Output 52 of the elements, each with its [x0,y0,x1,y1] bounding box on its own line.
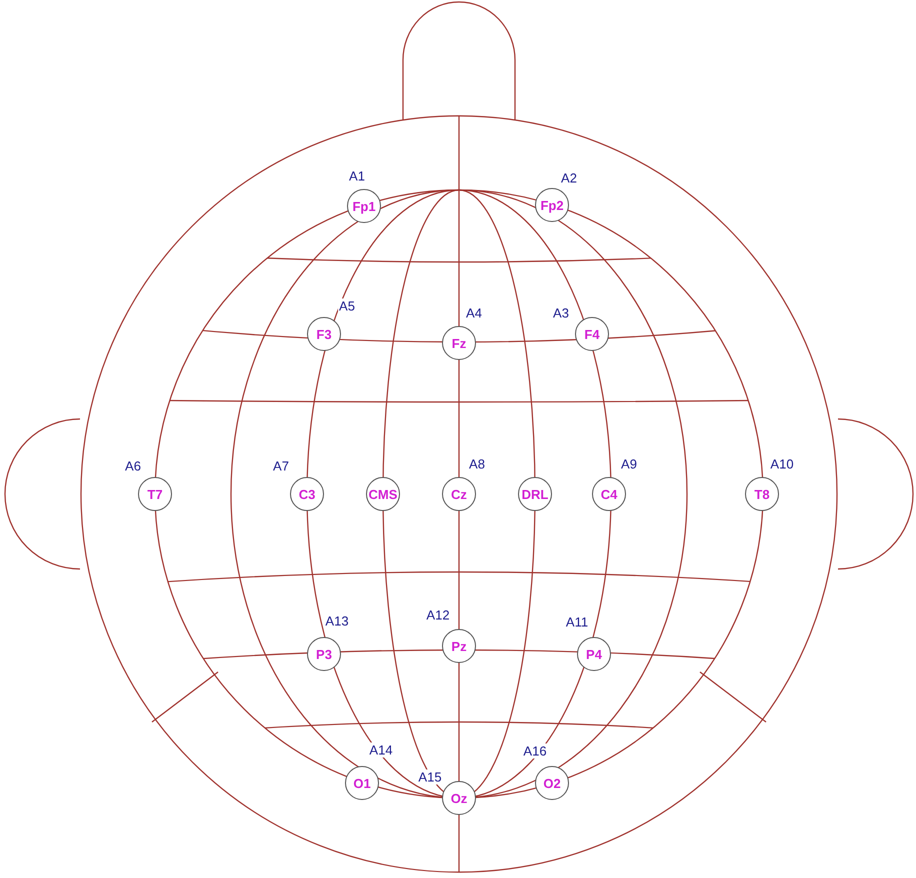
channel-label: A8 [468,456,486,472]
channel-label: A15 [417,770,443,784]
electrode-circle [535,188,569,222]
channel-label: A2 [560,170,578,186]
channel-label: A12 [425,608,451,622]
electrode-name: Pz [451,638,467,654]
electrode-name: P3 [316,646,332,662]
channel-label: A16 [522,744,548,758]
electrode-name: O1 [353,776,371,790]
channel-label: A6 [124,458,142,474]
electrode-name: Cz [451,486,467,502]
electrode-name: P4 [586,646,602,662]
electrode-circle [745,477,779,511]
electrode-circle [307,317,341,351]
electrode-circle [518,477,552,511]
channel-label: A4 [465,306,483,320]
electrode-name: Fp2 [540,198,564,212]
electrode-circle [345,766,379,800]
electrode-name: Oz [450,790,468,806]
electrode-name: F3 [316,326,332,342]
electrode-circle [442,326,476,360]
channel-label: A11 [564,614,590,630]
electrode-circle [442,629,476,663]
channel-label: A3 [552,306,570,320]
electrode-circle [366,477,400,511]
electrode-circle [442,477,476,511]
electrode-circle [290,477,324,511]
electrode-circle [592,477,626,511]
electrode-name: Fp1 [352,198,376,214]
electrode-circle [138,477,172,511]
channel-label: A10 [769,456,795,472]
electrode-name: C3 [298,486,316,502]
electrode-name: CMS [368,486,398,502]
electrode-name: T7 [147,486,163,502]
electrode-circle [307,637,341,671]
electrode-name: DRL [522,486,548,502]
electrode-name: Fz [452,336,466,350]
channel-label: A14 [368,742,394,758]
channel-label: A7 [272,458,290,474]
electrode-circle [577,637,611,671]
electrode-circle [442,781,476,815]
channel-label: A5 [338,298,356,314]
channel-label: A9 [620,456,638,472]
electrode-name: T8 [754,486,770,502]
electrode-circle [575,317,609,351]
electrode-name: F4 [584,326,600,342]
electrode-circle [347,189,381,223]
electrode-name: O2 [543,776,561,790]
channel-label: A1 [348,168,366,184]
electrode-circle [535,766,569,800]
electrode-name: C4 [600,486,618,502]
channel-label: A13 [324,614,350,628]
